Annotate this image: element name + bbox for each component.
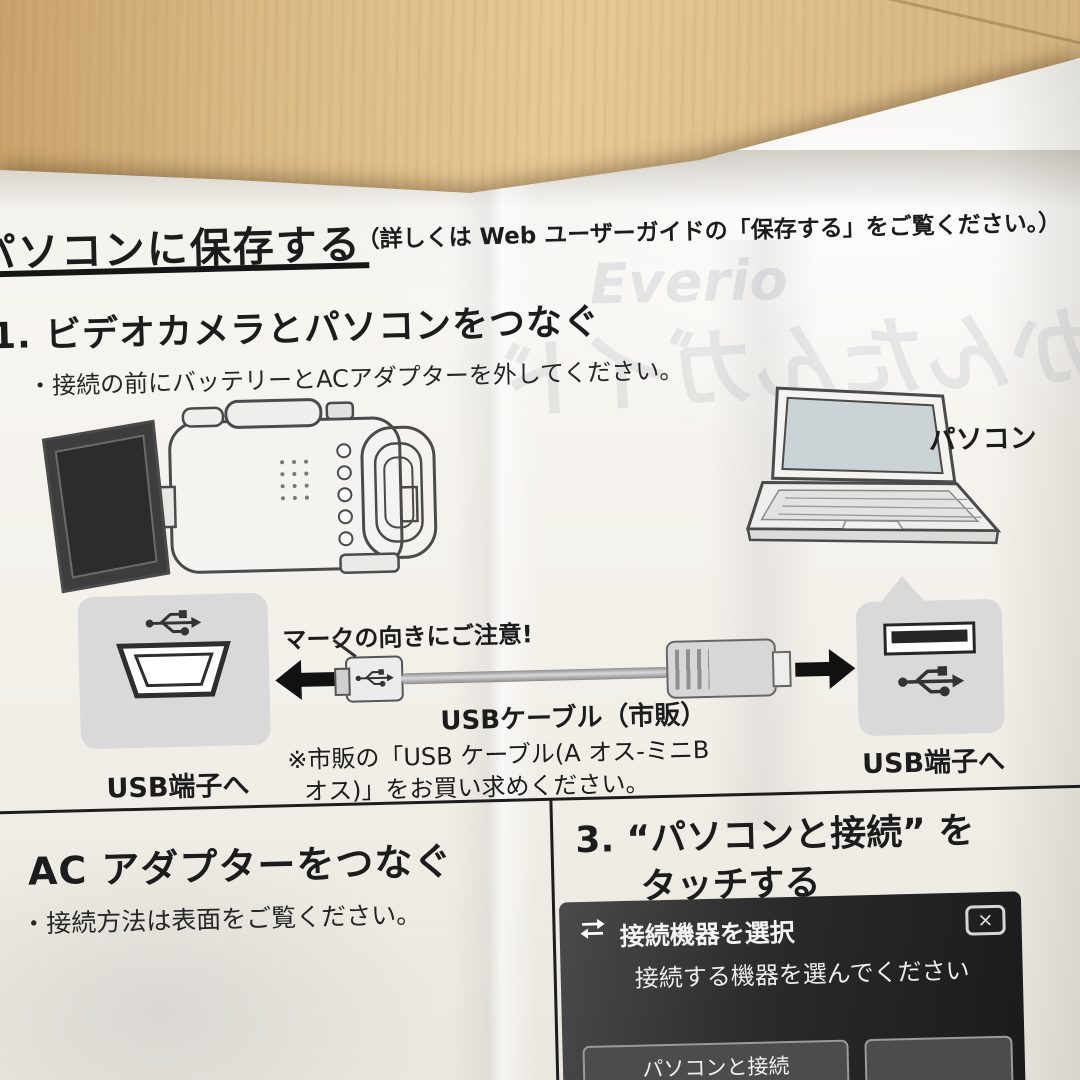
laptop-illustration (745, 386, 1002, 545)
screen-title: 接続機器を選択 (619, 917, 796, 952)
usb-symbol-icon (351, 667, 398, 690)
second-button-partial (864, 1035, 1014, 1080)
mini-usb-connector (344, 655, 404, 703)
screen-header: 接続機器を選択 × (559, 891, 1022, 952)
step2-heading: AC アダプターをつなぐ (27, 839, 453, 894)
bleedthrough-text: Everio (589, 247, 789, 318)
step1-heading: 1. ビデオカメラとパソコンをつなぐ (0, 301, 601, 358)
callout-pointer (879, 575, 926, 604)
arrow-left-icon (274, 657, 338, 703)
usb-terminal-label-left: USB端子へ (106, 770, 250, 805)
mini-usb-port-icon (116, 641, 231, 699)
pc-label: パソコン (928, 422, 1038, 457)
pc-usb-panel (855, 575, 1005, 737)
usb-symbol-icon (888, 661, 973, 701)
mark-caution-text: マークの向きにご注意! (282, 620, 534, 655)
usb-a-connector (665, 638, 777, 699)
usb-terminal-label-right: USB端子へ (861, 745, 1006, 781)
step2-note: ・接続方法は表面をご覧ください。 (20, 899, 422, 939)
arrow-right-icon (795, 646, 856, 691)
camera-touchscreen-illustration: 接続機器を選択 × 接続する機器を選んでください パソコンと接続 (558, 891, 1026, 1080)
usb-cable (401, 666, 670, 685)
camera-usb-panel (77, 592, 271, 750)
close-icon: × (965, 904, 1006, 936)
title-note: （詳しくは Web ユーザーガイドの「保存する」をご覧ください。） (356, 210, 1062, 254)
vertical-divider (549, 798, 560, 1080)
connect-to-pc-button: パソコンと接続 (582, 1039, 850, 1080)
screen-message: 接続する機器を選んでください (634, 956, 970, 993)
usb-a-port-icon (883, 621, 976, 656)
usb-symbol-icon (138, 606, 209, 640)
transfer-icon (580, 918, 605, 939)
camcorder-illustration (41, 398, 438, 594)
